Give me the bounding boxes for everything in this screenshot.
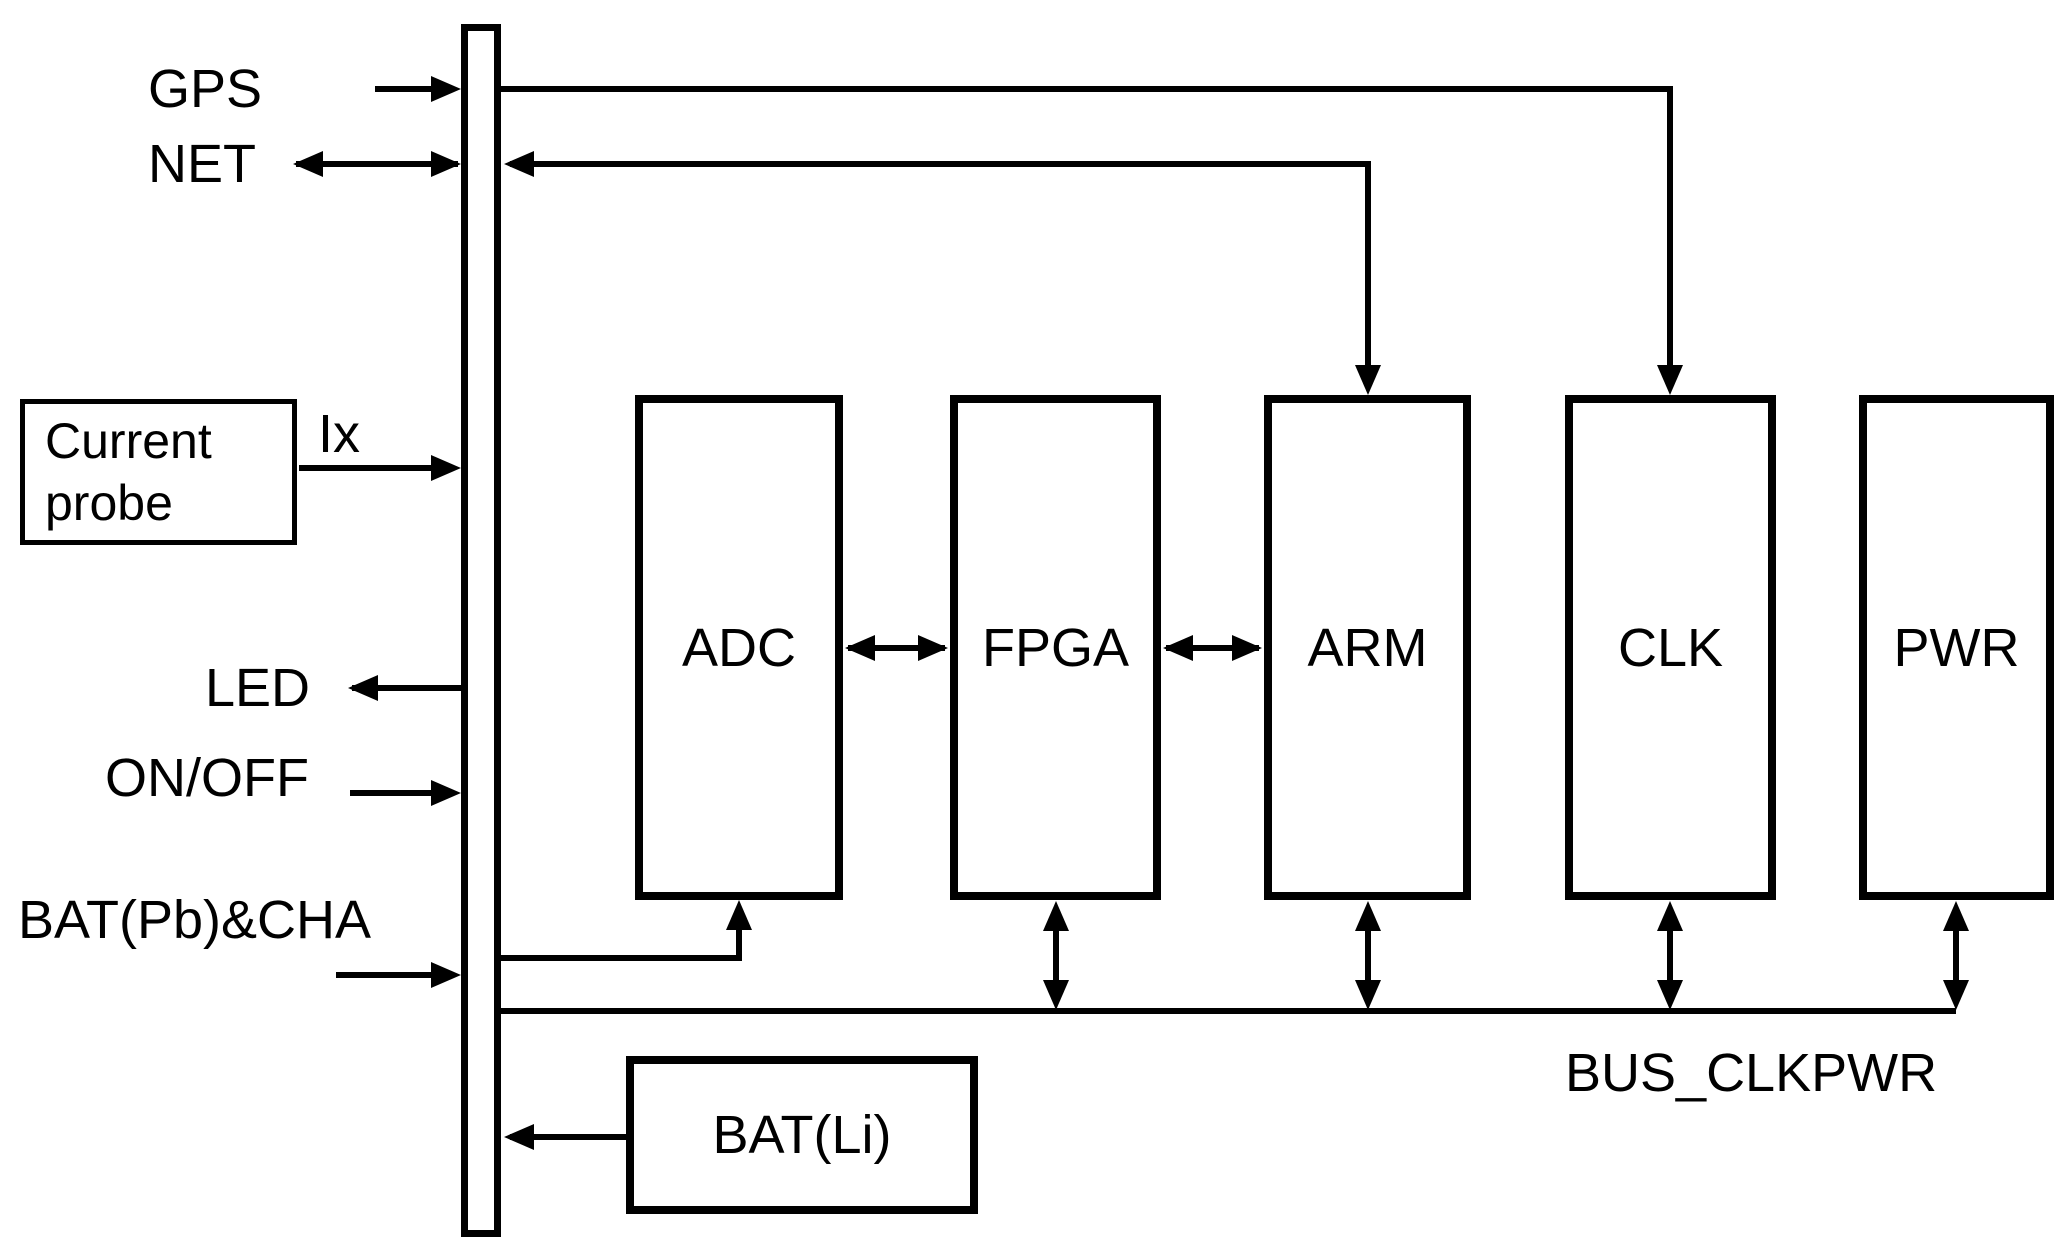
batpb-connector — [336, 962, 461, 988]
onoff-connector — [350, 780, 461, 806]
onoff-label: ON/OFF — [105, 748, 309, 808]
batli-label: BAT(Li) — [712, 1105, 892, 1165]
arrowhead-right-icon — [431, 962, 461, 988]
block-clk: CLK — [1565, 395, 1776, 900]
current-probe-label-line2: probe — [45, 475, 173, 531]
ix-label: Ix — [318, 404, 361, 464]
arrowhead-right-icon — [431, 76, 461, 102]
adc-feed-connector — [501, 900, 752, 961]
block-pwr: PWR — [1859, 395, 2054, 900]
bus-arm-connector — [1355, 901, 1381, 1010]
arrowhead-right-icon — [1232, 635, 1262, 661]
arrowhead-down-icon — [1943, 980, 1969, 1010]
batli-connector — [504, 1124, 626, 1150]
led-label: LED — [205, 658, 311, 718]
gps-connector — [375, 76, 1683, 395]
adc-fpga-connector — [845, 635, 948, 661]
arrowhead-up-icon — [726, 900, 752, 930]
current-probe-box: Current probe — [20, 399, 297, 545]
arrowhead-down-icon — [1355, 365, 1381, 395]
bus-clkpwr-label: BUS_CLKPWR — [1565, 1043, 1938, 1103]
block-clk-label: CLK — [1617, 617, 1724, 678]
block-pwr-label: PWR — [1893, 617, 2020, 678]
batli-box: BAT(Li) — [626, 1056, 978, 1214]
io-bus-bar — [461, 24, 501, 1237]
arrowhead-down-icon — [1657, 365, 1683, 395]
arrowhead-right-icon — [431, 780, 461, 806]
arrowhead-down-icon — [1043, 980, 1069, 1010]
bus-fpga-connector — [1043, 901, 1069, 1010]
arrowhead-right-icon — [431, 455, 461, 481]
block-adc-label: ADC — [681, 617, 796, 678]
block-fpga: FPGA — [950, 395, 1161, 900]
bus-pwr-connector — [1943, 901, 1969, 1010]
block-fpga-label: FPGA — [981, 617, 1130, 678]
block-arm-label: ARM — [1307, 617, 1428, 678]
block-arm: ARM — [1264, 395, 1471, 900]
net-label: NET — [148, 134, 256, 194]
arrowhead-right-icon — [918, 635, 948, 661]
gps-label: GPS — [148, 59, 263, 119]
current-probe-connector — [299, 455, 461, 481]
arrowhead-down-icon — [1657, 980, 1683, 1010]
batpb-label: BAT(Pb)&CHA — [18, 890, 372, 950]
arrowhead-down-icon — [1355, 980, 1381, 1010]
current-probe-label-line1: Current — [45, 413, 212, 469]
arrowhead-right-icon — [431, 151, 461, 177]
bus-clk-connector — [1657, 901, 1683, 1010]
led-connector — [348, 675, 461, 701]
fpga-arm-connector — [1163, 635, 1262, 661]
block-adc: ADC — [635, 395, 843, 900]
net-connector — [293, 151, 1381, 395]
